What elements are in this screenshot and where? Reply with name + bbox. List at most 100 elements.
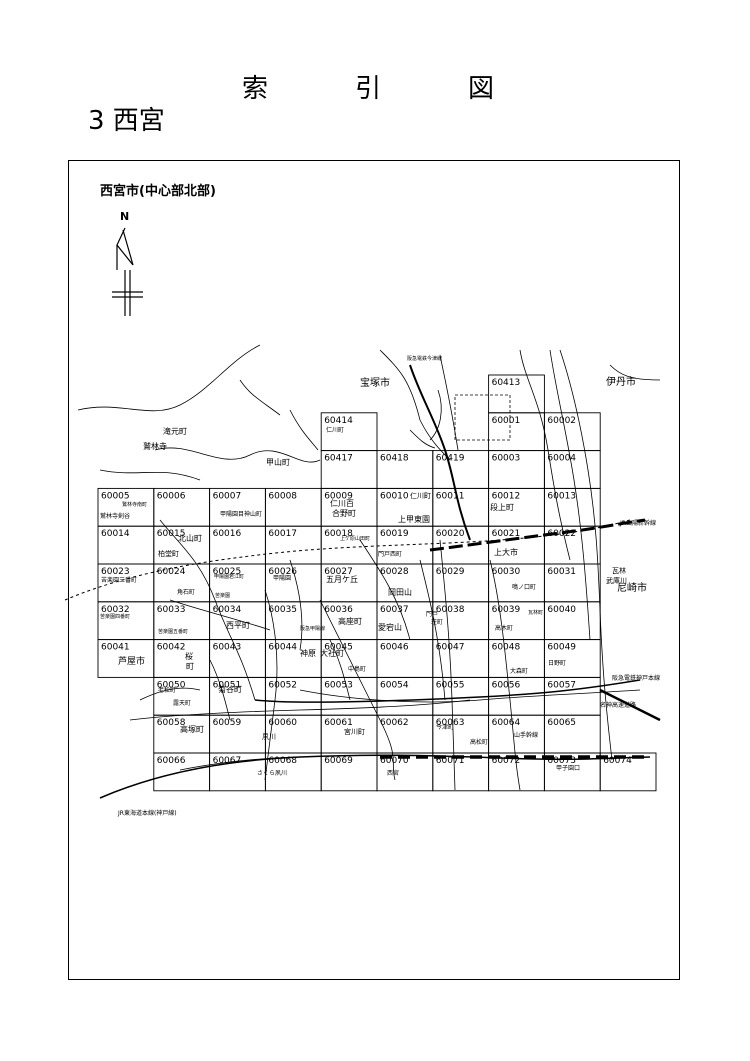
grid-cell-number: 60044 bbox=[268, 643, 297, 653]
grid-cell-number: 60047 bbox=[436, 643, 465, 653]
grid-cell-60018[interactable]: 60018 bbox=[320, 525, 378, 565]
place-label: 苦楽園四番町 bbox=[100, 613, 130, 620]
place-label: 鷲林寺 bbox=[143, 441, 167, 451]
grid-cell-60007[interactable]: 60007 bbox=[209, 487, 266, 527]
grid-cell-number: 60017 bbox=[268, 529, 297, 539]
grid-cell-number: 60414 bbox=[324, 416, 353, 426]
grid-cell-60044[interactable]: 60044 bbox=[264, 639, 322, 678]
grid-cell-number: 60026 bbox=[268, 567, 297, 577]
grid-cell-number: 60071 bbox=[436, 756, 465, 766]
place-label: 阪急電鉄今津線 bbox=[407, 355, 442, 362]
grid-cell-number: 60038 bbox=[436, 605, 465, 615]
grid-cell-60417[interactable]: 60417 bbox=[320, 450, 378, 489]
grid-cell-60054[interactable]: 60054 bbox=[376, 676, 434, 716]
grid-cell-number: 60024 bbox=[157, 567, 186, 577]
north-label: N bbox=[120, 210, 129, 223]
grid-cell-number: 60027 bbox=[324, 567, 353, 577]
grid-cell-60008[interactable]: 60008 bbox=[264, 487, 322, 527]
grid-cell-number: 60037 bbox=[380, 605, 409, 615]
grid-cell-60039[interactable]: 60039 bbox=[488, 601, 545, 641]
grid-cell-number: 60064 bbox=[492, 718, 521, 728]
grid-cell-60022[interactable]: 60022 bbox=[543, 525, 601, 565]
grid-cell-number: 60031 bbox=[547, 567, 576, 577]
place-label: 滝元町 bbox=[163, 426, 187, 436]
grid-cell-number: 60021 bbox=[492, 529, 521, 539]
place-label: 高座町 bbox=[338, 616, 362, 626]
grid-cell-60069[interactable]: 60069 bbox=[320, 752, 378, 792]
grid-cell-number: 60062 bbox=[380, 718, 409, 728]
place-label: 西平町 bbox=[226, 621, 250, 630]
grid-cell-60006[interactable]: 60006 bbox=[153, 487, 211, 527]
grid-cell-number: 60058 bbox=[157, 718, 186, 728]
grid-cell-60046[interactable]: 60046 bbox=[376, 639, 434, 678]
place-label-layer: 滝元町鷲林寺甲山町仁川町鷲林寺南町鷲林寺剣谷甲陽園目神山町仁川百合野町仁川町段上… bbox=[100, 355, 660, 817]
grid-cell-60001[interactable]: 60001 bbox=[488, 412, 545, 452]
place-label: 愛宕山 bbox=[378, 622, 402, 632]
place-label: 門戸 bbox=[426, 611, 438, 618]
grid-cell-60002[interactable]: 60002 bbox=[543, 412, 601, 452]
grid-cell-60031[interactable]: 60031 bbox=[543, 563, 601, 603]
place-label: 北山町 bbox=[178, 533, 202, 543]
grid-cell-60029[interactable]: 60029 bbox=[432, 563, 490, 603]
grid-cell-60032[interactable]: 60032 bbox=[97, 601, 155, 641]
grid-cell-60074[interactable]: 60074 bbox=[599, 752, 657, 792]
grid-cell-number: 60050 bbox=[157, 680, 186, 690]
place-label: 露天町 bbox=[173, 700, 191, 707]
grid-cell-60058[interactable]: 60058 bbox=[153, 714, 211, 754]
grid-cell-number: 60040 bbox=[547, 605, 576, 615]
grid-cell-60042[interactable]: 60042 bbox=[153, 639, 211, 678]
grid-cell-60024[interactable]: 60024 bbox=[153, 563, 211, 603]
grid-cell-60051[interactable]: 60051 bbox=[209, 676, 266, 716]
place-label: 仁川百 bbox=[330, 498, 354, 508]
grid-cell-number: 60003 bbox=[492, 454, 521, 464]
grid-cell-number: 60417 bbox=[324, 454, 353, 464]
page-title: 索 引 図 bbox=[230, 68, 530, 104]
grid-cell-60419[interactable]: 60419 bbox=[432, 450, 490, 489]
grid-cell-number: 60068 bbox=[268, 756, 297, 766]
city-label-amagasaki: 尼崎市 bbox=[617, 581, 647, 594]
grid-cell-number: 60066 bbox=[157, 756, 186, 766]
grid-cell-60065[interactable]: 60065 bbox=[543, 714, 601, 754]
grid-cell-number: 60004 bbox=[547, 454, 576, 464]
grid-cell-60062[interactable]: 60062 bbox=[376, 714, 434, 754]
grid-cell-60418[interactable]: 60418 bbox=[376, 450, 434, 489]
grid-cell-60040[interactable]: 60040 bbox=[543, 601, 601, 641]
place-label: 桜 bbox=[185, 651, 193, 661]
grid-cell-60059[interactable]: 60059 bbox=[209, 714, 266, 754]
place-label: 老松町 bbox=[158, 686, 176, 694]
grid-cell-60413[interactable]: 60413 bbox=[488, 374, 545, 414]
map-title: 西宮市(中心部北部) bbox=[100, 184, 216, 199]
grid-cell-60019[interactable]: 60019 bbox=[376, 525, 434, 565]
grid-cell-number: 60001 bbox=[492, 416, 521, 426]
grid-cell-60043[interactable]: 60043 bbox=[209, 639, 266, 678]
grid-cell-60057[interactable]: 60057 bbox=[543, 676, 601, 716]
grid-cell-60016[interactable]: 60016 bbox=[209, 525, 266, 565]
place-label: 今津町 bbox=[436, 723, 454, 731]
grid-cell-number: 60032 bbox=[101, 605, 130, 615]
place-label: 夙川 bbox=[262, 733, 276, 741]
grid-cell-number: 60015 bbox=[157, 529, 186, 539]
grid-cell-60014[interactable]: 60014 bbox=[97, 525, 155, 565]
grid-cell-60037[interactable]: 60037 bbox=[376, 601, 434, 641]
grid-cell-number: 60045 bbox=[324, 643, 353, 653]
grid-cell-60026[interactable]: 60026 bbox=[264, 563, 322, 603]
grid-cell-60050[interactable]: 60050 bbox=[153, 676, 211, 716]
grid-cell-number: 60063 bbox=[436, 718, 465, 728]
grid-cell-60049[interactable]: 60049 bbox=[543, 639, 601, 678]
place-label: 菊谷町 bbox=[218, 684, 242, 694]
grid-cell-60003[interactable]: 60003 bbox=[488, 450, 545, 489]
grid-cell-number: 60007 bbox=[213, 491, 242, 501]
grid-cell-60047[interactable]: 60047 bbox=[432, 639, 490, 678]
grid-cell-60035[interactable]: 60035 bbox=[264, 601, 322, 641]
grid-cell-60021[interactable]: 60021 bbox=[488, 525, 545, 565]
grid-cell-number: 60419 bbox=[436, 454, 465, 464]
grid-cell-number: 60010 bbox=[380, 491, 409, 501]
grid-cell-number: 60049 bbox=[547, 643, 576, 653]
grid-cell-60017[interactable]: 60017 bbox=[264, 525, 322, 565]
place-label: 甲陽園若江町 bbox=[214, 573, 244, 580]
grid-cell-number: 60046 bbox=[380, 643, 409, 653]
place-label: 角石町 bbox=[177, 588, 195, 596]
grid-cell-60063[interactable]: 60063 bbox=[432, 714, 490, 754]
grid-cell-60030[interactable]: 60030 bbox=[488, 563, 545, 603]
grid-cell-number: 60035 bbox=[268, 605, 297, 615]
